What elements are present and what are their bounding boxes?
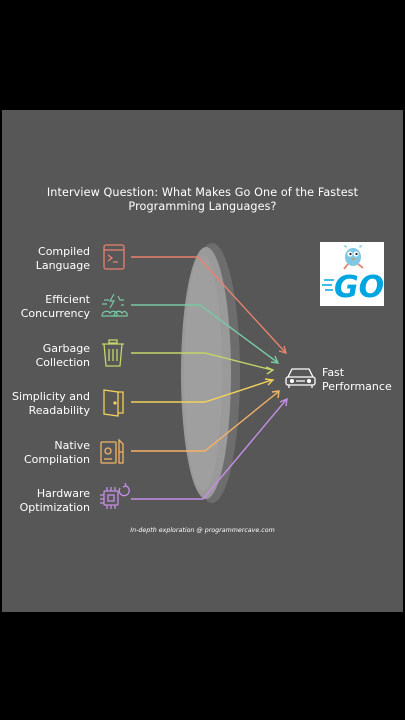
factor-label-line: Native <box>54 439 90 452</box>
build-tools-icon <box>100 438 124 464</box>
factor-label-line: Efficient <box>45 293 90 306</box>
factor-label-line: Simplicity and <box>12 390 90 403</box>
factor-label-line: Collection <box>35 356 90 369</box>
outcome-label: Fast Performance <box>322 366 392 394</box>
outcome-label-line: Fast <box>322 366 345 379</box>
terminal-icon <box>103 244 125 270</box>
factor-label-line: Concurrency <box>20 307 90 320</box>
factor-label-native-compilation: Native Compilation <box>24 439 90 467</box>
factor-label-garbage-collection: Garbage Collection <box>36 342 90 370</box>
factor-label-line: Hardware <box>36 487 90 500</box>
title-line-1: Interview Question: What Makes Go One of… <box>46 186 359 199</box>
factor-label-simplicity-readability: Simplicity and Readability <box>12 390 90 418</box>
factor-label-compiled-language: Compiled Language <box>36 245 90 273</box>
chip-icon <box>100 482 130 509</box>
factor-label-line: Readability <box>28 404 90 417</box>
go-gopher-logo-icon: GO <box>320 242 384 306</box>
car-icon <box>285 368 316 388</box>
lens-icon <box>181 243 240 503</box>
trash-icon <box>102 339 124 367</box>
go-logo-text: GO <box>334 270 384 305</box>
connector-arrows <box>131 256 288 500</box>
factor-label-line: Garbage <box>42 342 90 355</box>
arrow-concurrency <box>131 304 278 363</box>
arrow-compiled <box>131 256 286 353</box>
arrow-simplicity <box>131 379 273 403</box>
title-line-2: Programming Languages? <box>128 200 277 213</box>
arrow-native <box>131 391 279 452</box>
factor-label-line: Optimization <box>19 501 90 514</box>
diagram-title: Interview Question: What Makes Go One of… <box>0 186 405 214</box>
credit-text: In-depth exploration @ programmercave.co… <box>130 527 275 534</box>
arrow-garbage <box>131 352 273 371</box>
door-icon <box>103 389 124 417</box>
factor-label-hardware-optimization: Hardware Optimization <box>20 487 90 515</box>
concurrency-icon <box>101 293 128 317</box>
factor-label-line: Compilation <box>23 453 90 466</box>
factor-label-line: Language <box>35 259 90 272</box>
arrow-hardware <box>131 399 287 500</box>
factor-label-line: Compiled <box>38 245 90 258</box>
outcome-label-line: Performance <box>322 380 392 393</box>
go-logo-graphic: GO <box>322 245 384 305</box>
factor-label-efficient-concurrency: Efficient Concurrency <box>21 293 90 321</box>
